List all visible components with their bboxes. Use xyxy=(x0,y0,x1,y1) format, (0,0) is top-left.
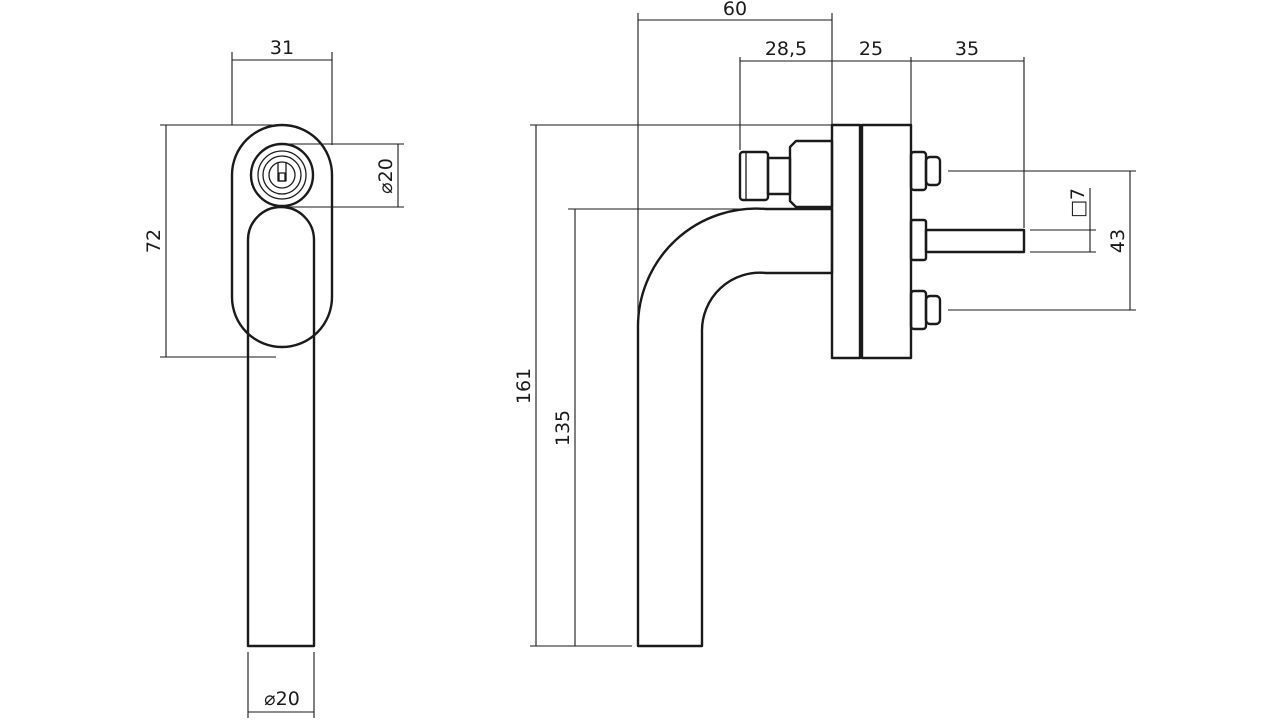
svg-text:□7: □7 xyxy=(1067,188,1089,218)
rosette-plate-back xyxy=(860,123,913,360)
front-view-dimensions: 31 72 ⌀20 ⌀20 xyxy=(143,37,404,718)
side-view xyxy=(636,123,1026,648)
dimension-cylinder-label: 28,5 xyxy=(765,38,807,60)
handle-grip xyxy=(246,205,316,648)
front-view xyxy=(230,123,334,648)
dimension-grip-diameter-label: ⌀20 xyxy=(264,688,300,710)
handle-lever xyxy=(636,207,834,648)
dimension-screw-spacing-label: 43 xyxy=(1107,229,1129,253)
dimension-projection-label: 60 xyxy=(723,0,747,20)
dimension-rosette-depth-label: 25 xyxy=(859,38,883,60)
screw-bottom xyxy=(909,289,942,331)
dimension-square-spindle-label: □7 xyxy=(1067,188,1089,218)
screw-top xyxy=(909,150,942,192)
cylinder-side xyxy=(738,139,834,209)
dimension-total-height-label: 161 xyxy=(513,368,535,404)
dimension-width-label: 31 xyxy=(270,37,294,59)
side-view-dimensions: 60 28,5 25 35 161 135 43 □7 xyxy=(513,0,1136,647)
rosette-plate-front xyxy=(830,123,862,360)
dimension-rosette-height-label: 72 xyxy=(143,229,165,253)
svg-text:⌀20: ⌀20 xyxy=(375,158,397,194)
square-spindle xyxy=(909,218,1026,262)
dimension-cylinder-diameter-label: ⌀20 xyxy=(375,158,397,194)
dimension-grip-height-label: 135 xyxy=(552,410,574,446)
dimension-spindle-label: 35 xyxy=(955,38,979,60)
key-cylinder xyxy=(249,142,315,208)
